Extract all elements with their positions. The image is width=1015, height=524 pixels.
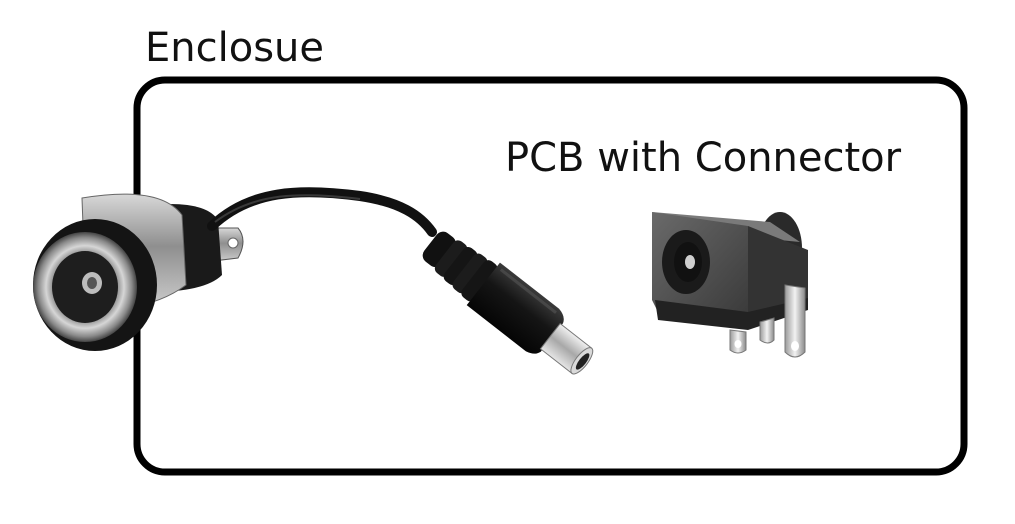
panel-mount-dc-jack-icon [33, 193, 244, 351]
pcb-mount-dc-jack-icon [652, 212, 808, 358]
dc-barrel-plug-cable-icon [207, 187, 594, 375]
enclosure-label: Enclosue [145, 25, 325, 71]
pcb-connector-label: PCB with Connector [505, 135, 902, 181]
